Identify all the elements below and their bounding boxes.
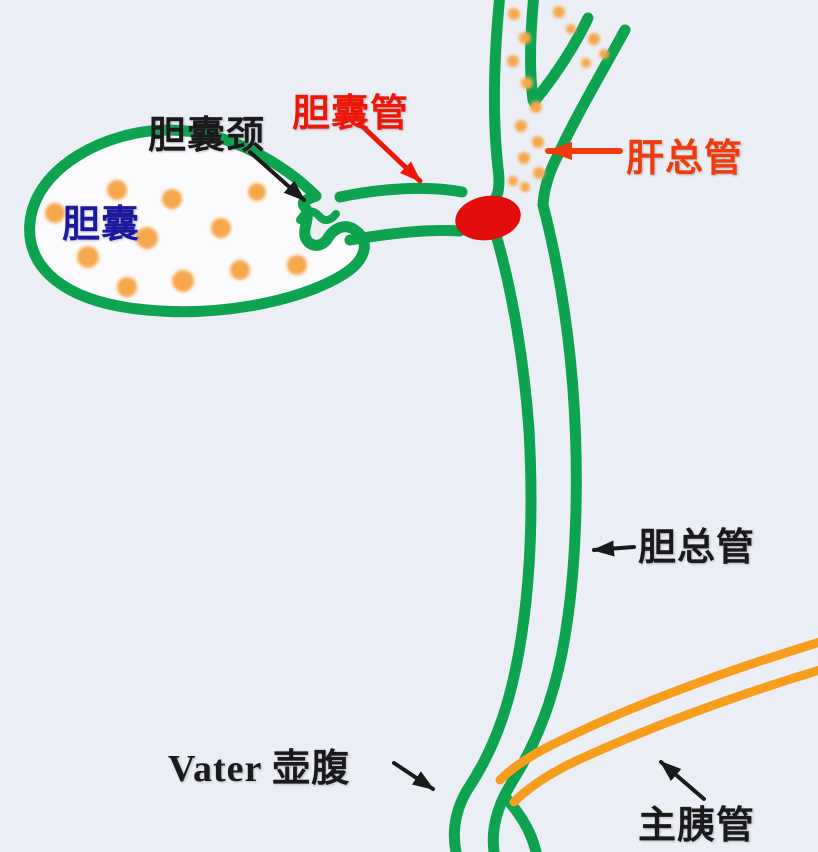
left-hepatic-branch-left-edge	[482, 0, 505, 214]
main-pancreatic-duct-label: 主胰管	[638, 805, 756, 847]
hepatic-duct-bile-dots	[507, 6, 609, 192]
main-pancreatic-duct-shape	[495, 637, 818, 807]
pancreatic-duct-arrow	[659, 760, 706, 801]
impacted-stone	[455, 195, 521, 241]
cystic-duct-label: 胆囊管	[292, 93, 410, 135]
cystic-duct-lower-edge	[344, 224, 466, 246]
pancreatic-duct-upper-edge	[495, 637, 818, 785]
hepatic-ducts	[482, 0, 631, 214]
common-bile-duct-shape	[448, 199, 582, 852]
gallbladder-neck-arrow	[248, 150, 306, 202]
cystic-duct-arrow	[357, 121, 423, 184]
vater-ampulla-arrow	[392, 761, 435, 791]
left-hepatic-branch-right-edge	[524, 0, 539, 106]
gallbladder-shape	[24, 124, 370, 318]
gallbladder-neck-label: 胆囊颈	[148, 115, 266, 157]
neck-wiggle	[296, 207, 340, 224]
gallbladder-outline	[24, 124, 370, 318]
duodenal-junction-edge	[500, 792, 542, 852]
pancreatic-duct-lower-edge	[509, 665, 818, 807]
right-hepatic-branch-left-edge	[528, 12, 594, 108]
right-hepatic-branch-right-edge	[537, 24, 631, 211]
gallbladder-label: 胆囊	[62, 204, 141, 246]
common-bile-duct-arrow	[592, 540, 636, 557]
vater-ampulla-label: Vater 壶腹	[168, 748, 351, 790]
bile-duct-left-edge	[448, 229, 537, 852]
annotation-arrows	[248, 121, 706, 801]
common-hepatic-duct-label: 肝总管	[626, 138, 744, 180]
gallstones	[45, 180, 307, 297]
cystic-duct	[296, 182, 468, 246]
common-bile-duct-label: 胆总管	[638, 527, 756, 569]
cystic-duct-upper-edge	[334, 182, 468, 203]
bile-duct-right-edge	[487, 199, 582, 852]
